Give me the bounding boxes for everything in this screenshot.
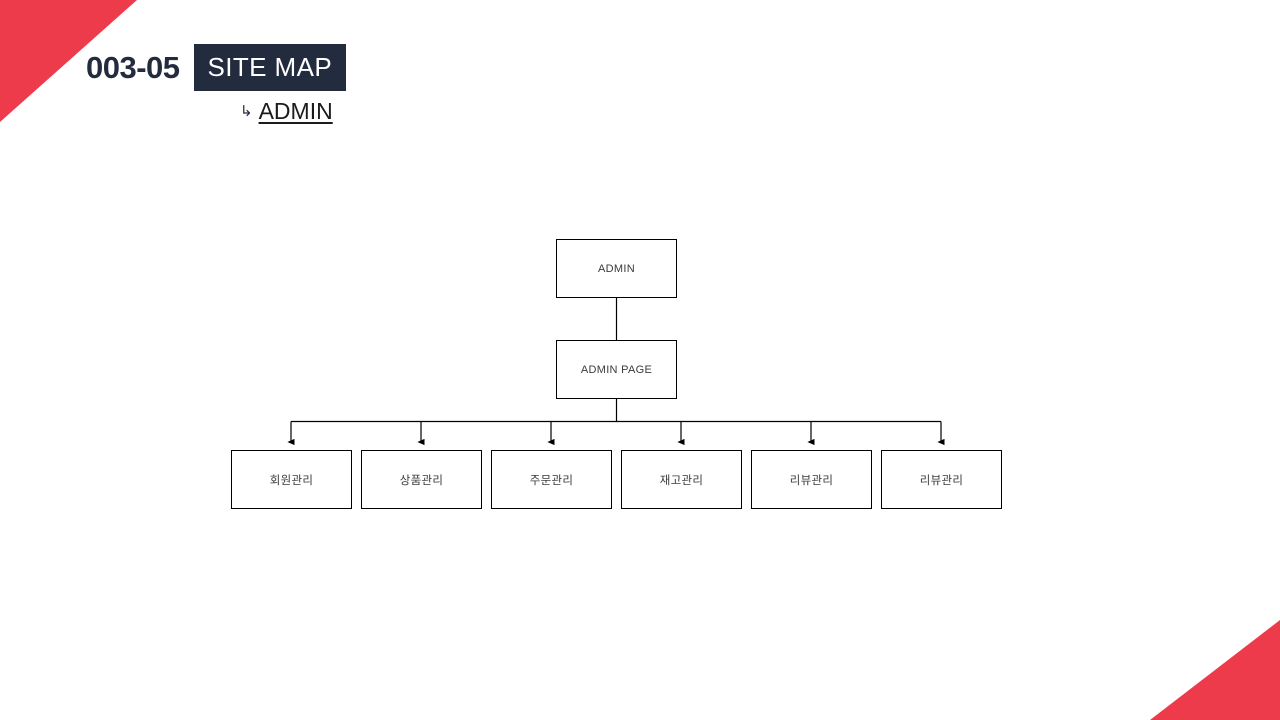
page-title: SITE MAP: [193, 44, 347, 91]
breadcrumb: ↳ ADMIN: [240, 100, 333, 123]
node-leaf-product-management[interactable]: 상품관리: [361, 450, 482, 509]
node-leaf-inventory-management[interactable]: 재고관리: [621, 450, 742, 509]
slide-header: 003-05 SITE MAP: [86, 44, 347, 91]
node-leaf-review-management-1[interactable]: 리뷰관리: [751, 450, 872, 509]
breadcrumb-label: ADMIN: [258, 98, 333, 124]
node-leaf-member-management[interactable]: 회원관리: [231, 450, 352, 509]
node-admin[interactable]: ADMIN: [556, 239, 677, 298]
decorative-corner-triangle-bottom-right: [1150, 620, 1280, 720]
node-leaf-order-management[interactable]: 주문관리: [491, 450, 612, 509]
node-leaf-review-management-2[interactable]: 리뷰관리: [881, 450, 1002, 509]
corner-down-right-arrow-icon: ↳: [240, 103, 253, 120]
slide-number: 003-05: [86, 50, 180, 85]
node-admin-page[interactable]: ADMIN PAGE: [556, 340, 677, 399]
decorative-corner-triangle-top-left: [0, 0, 137, 122]
